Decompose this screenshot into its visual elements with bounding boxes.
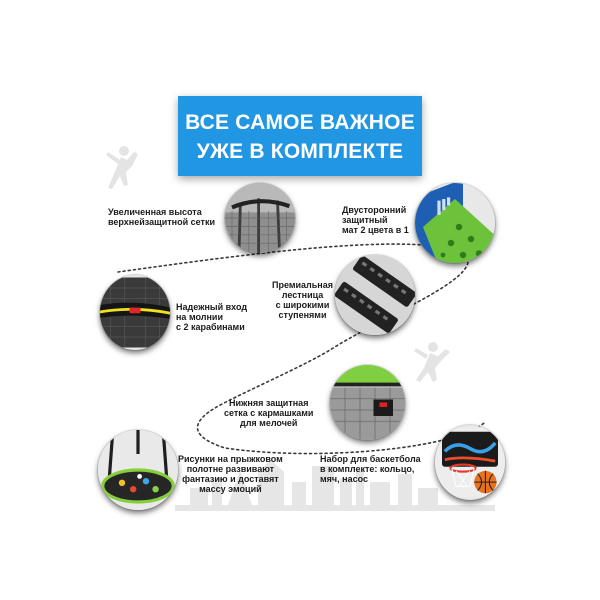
ladder-photo-icon: [335, 255, 415, 335]
mat-photo-icon: [415, 183, 495, 263]
feature-label-line: Премиальная: [272, 280, 333, 290]
feature-label-line: сетка с кармашками: [224, 408, 314, 418]
feature-label-net-height: Увеличенная высота верхнейзащитной сетки: [108, 207, 215, 227]
dotted-path: [117, 243, 486, 455]
feature-label-pocket-net: Нижняя защитная сетка с кармашками для м…: [224, 398, 313, 428]
feature-label-line: лестница: [281, 290, 324, 300]
jumping-figure-icon: [106, 146, 138, 189]
feature-label-mat: Двусторонний защитный мат 2 цвета в 1: [342, 205, 409, 235]
feature-label-line: с широкими: [275, 300, 330, 310]
jumping-figure-icon: [414, 342, 450, 382]
banner-title-line-1: ВСЕ САМОЕ ВАЖНОЕ: [185, 111, 415, 134]
zipper-photo-icon: [100, 275, 170, 350]
feature-label-line: Рисунки на прыжковом: [178, 454, 283, 464]
basketball-photo-icon: [435, 425, 505, 500]
feature-label-line: с 2 карабинами: [176, 322, 245, 332]
net-photo-icon: [225, 183, 295, 253]
feature-label-line: Надежный вход: [176, 302, 248, 312]
trampoline-photo-icon: [98, 430, 178, 510]
city-silhouette-icon: [175, 460, 495, 511]
title-banner: ВСЕ САМОЕ ВАЖНОЕ УЖЕ В КОМПЛЕКТЕ: [178, 96, 422, 176]
feature-label-line: фантазию и доставят: [182, 474, 279, 484]
pocket-net-photo-icon: [330, 365, 405, 440]
feature-label-line: для мелочей: [239, 418, 298, 428]
feature-label-basketball: Набор для баскетбола в комплекте: кольцо…: [320, 454, 421, 484]
feature-label-drawings: Рисунки на прыжковом полотне развивают ф…: [178, 454, 283, 494]
feature-label-line: мяч, насос: [320, 474, 368, 484]
banner-title-line-2: УЖЕ В КОМПЛЕКТЕ: [196, 140, 404, 163]
feature-label-ladder: Премиальная лестница с широкими ступеням…: [272, 280, 333, 320]
feature-label-line: на молнии: [176, 312, 223, 322]
feature-label-zipper: Надежный вход на молнии с 2 карабинами: [176, 302, 247, 332]
feature-label-line: в комплекте: кольцо,: [320, 464, 415, 474]
feature-label-line: Нижняя защитная: [229, 398, 309, 408]
feature-label-line: полотне развивают: [186, 464, 275, 474]
feature-label-line: ступенями: [278, 310, 327, 320]
feature-label-line: Набор для баскетбола: [320, 454, 421, 464]
feature-label-line: мат 2 цвета в 1: [342, 225, 409, 235]
feature-label-line: массу эмоций: [199, 484, 262, 494]
feature-label-line: Двусторонний: [342, 205, 407, 215]
feature-label-line: верхнейзащитной сетки: [108, 217, 215, 227]
feature-label-line: Увеличенная высота: [108, 207, 202, 217]
feature-label-line: защитный: [342, 215, 388, 225]
